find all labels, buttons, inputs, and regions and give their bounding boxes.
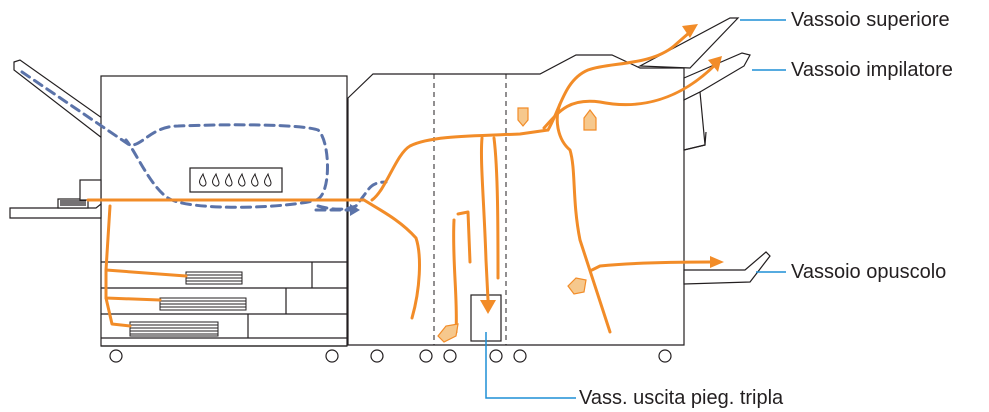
finisher-body: [347, 54, 685, 346]
paper-stack-2: [159, 297, 247, 311]
duplex-arrowhead: [350, 204, 360, 216]
top-tray: [637, 17, 740, 69]
booklet-tray-arrowhead: [710, 256, 724, 268]
callout-lines: [485, 19, 786, 399]
caster-wheel: [109, 349, 123, 363]
caster-wheel: [489, 349, 503, 363]
booklet-tray-label: Vassoio opuscolo: [791, 261, 947, 283]
caster-wheel: [325, 349, 339, 363]
caster-wheel: [419, 349, 433, 363]
document-feeder-tray: [13, 59, 103, 140]
top-tray-arrowhead: [682, 24, 698, 38]
caster-wheel: [370, 349, 384, 363]
paper-path: [86, 24, 724, 334]
paper-guide: [583, 109, 597, 131]
paper-guide: [567, 277, 587, 295]
paper-guide: [437, 323, 459, 343]
paper-stack-3: [129, 321, 219, 337]
stacking-tray-label: Vassoio impilatore: [791, 59, 953, 81]
ink-panel: [189, 167, 283, 193]
ink-drop-icons: [199, 172, 272, 187]
caster-wheel: [658, 349, 672, 363]
printer-unit: [9, 59, 348, 363]
top-tray-label: Vassoio superiore: [791, 9, 950, 31]
caster-wheel: [513, 349, 527, 363]
duplex-path: [20, 70, 388, 216]
tri-fold-tray-label: Vass. uscita pieg. tripla: [579, 387, 784, 409]
callout-line-tri-fold-tray: [485, 332, 576, 399]
caster-wheel: [443, 349, 457, 363]
paper-guide: [517, 107, 529, 127]
paper-stack-1: [185, 271, 243, 285]
paper-guides: [437, 107, 597, 343]
booklet-tray: [683, 251, 771, 285]
finisher-unit: [347, 17, 771, 363]
stacking-tray-arrowhead: [708, 56, 722, 72]
tri-fold-arrowhead: [480, 300, 496, 314]
